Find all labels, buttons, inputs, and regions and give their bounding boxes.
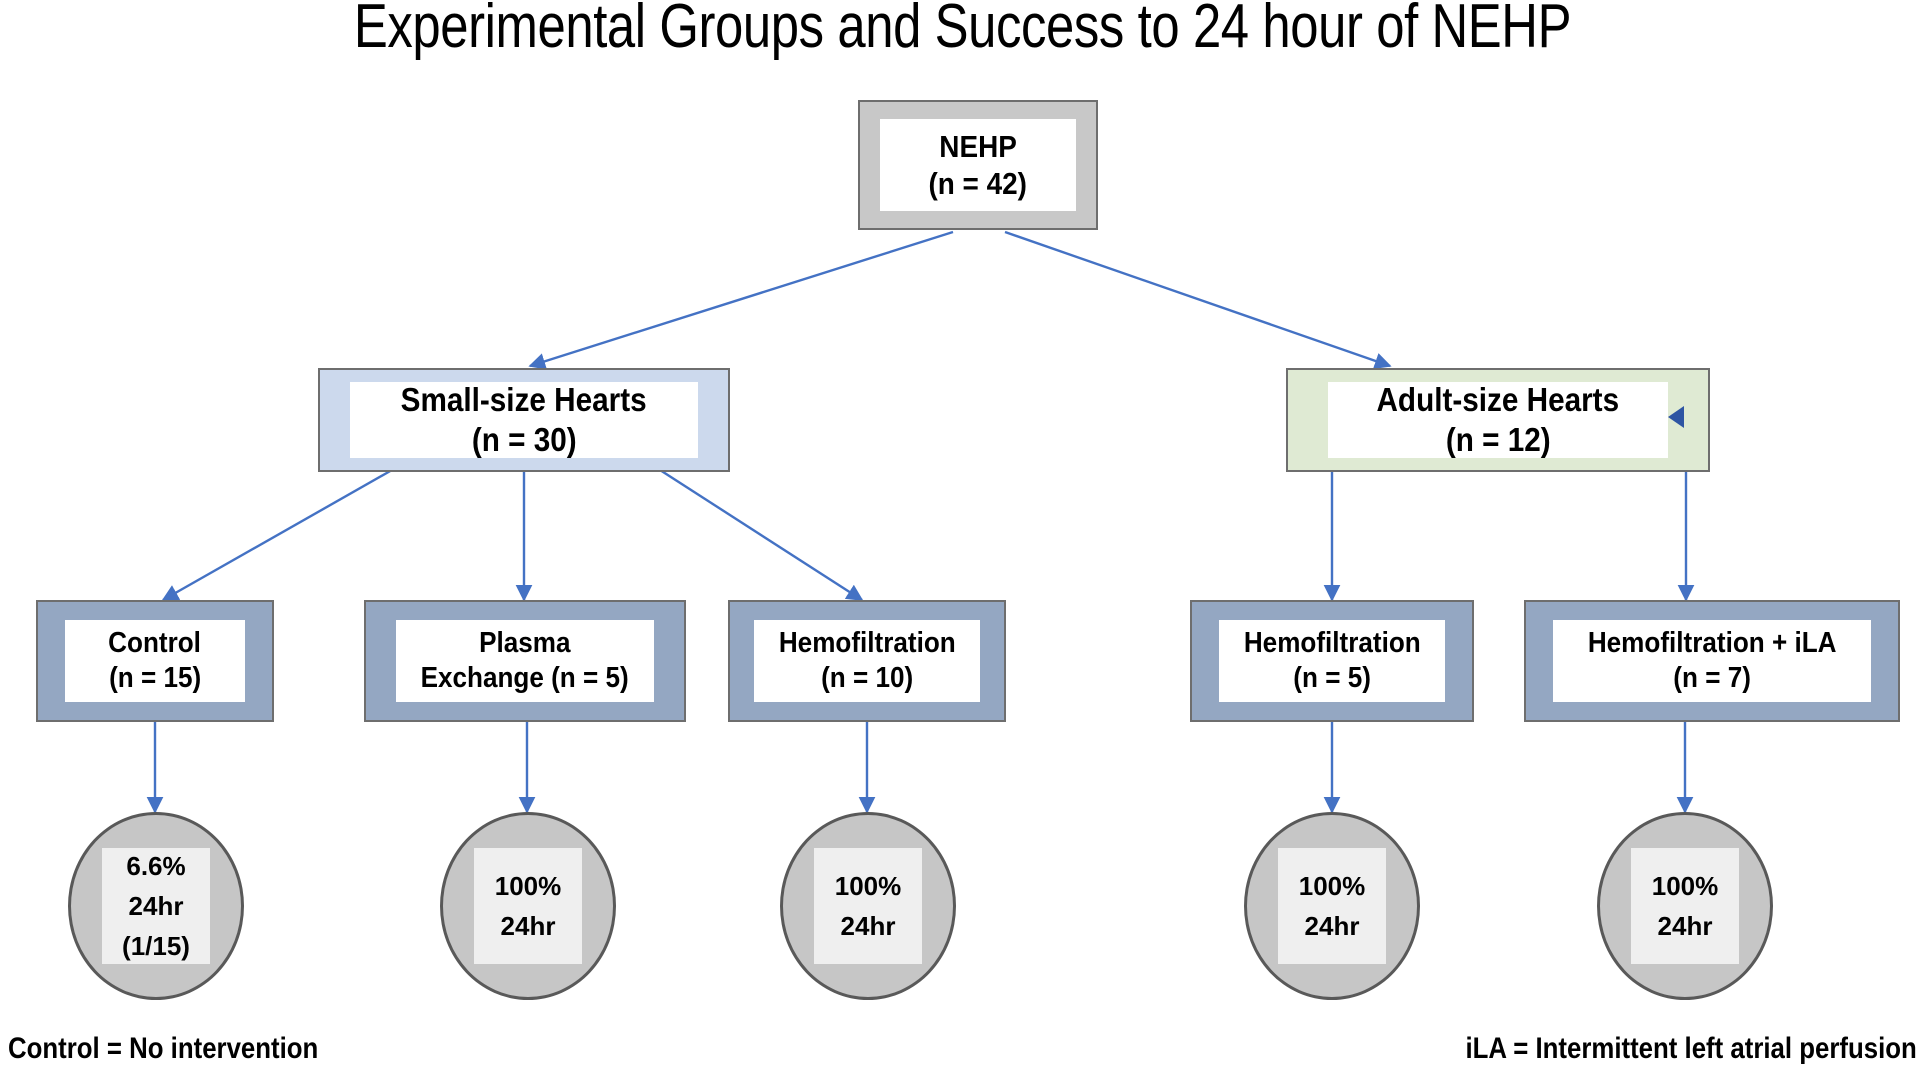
edge-small-to-control bbox=[161, 468, 393, 602]
outcome-hemofiltration-small-inner: 100% 24hr bbox=[814, 848, 922, 964]
node-nehp-label: NEHP bbox=[939, 128, 1017, 164]
node-hemofiltration-ila-label: Hemofiltration + iLA bbox=[1587, 627, 1837, 660]
node-nehp-count: (n = 42) bbox=[928, 166, 1028, 201]
outcome-hemofiltration-adult-time: 24hr bbox=[1304, 911, 1360, 941]
outcome-control-fraction: (1/15) bbox=[122, 931, 190, 962]
outcome-control-percent: 6.6% bbox=[126, 850, 186, 881]
node-hemofiltration-small-count: (n = 10) bbox=[820, 662, 914, 694]
outcome-hemofiltration-ila-inner: 100% 24hr bbox=[1631, 848, 1739, 964]
node-adult-size-hearts-label: Adult-size Hearts bbox=[1376, 381, 1620, 419]
outcome-plasma-exchange-percent: 100% bbox=[494, 870, 562, 901]
page-title: Experimental Groups and Success to 24 ho… bbox=[353, 0, 1572, 61]
outcome-plasma-exchange-time: 24hr bbox=[500, 911, 556, 941]
node-hemofiltration-adult-count: (n = 5) bbox=[1293, 662, 1371, 694]
node-control[interactable]: Control (n = 15) bbox=[36, 600, 274, 722]
edge-root-to-adult bbox=[1004, 230, 1392, 369]
node-plasma-exchange[interactable]: Plasma Exchange (n = 5) bbox=[364, 600, 686, 722]
outcome-control[interactable]: 6.6% 24hr (1/15) bbox=[68, 812, 244, 1000]
node-hemofiltration-adult[interactable]: Hemofiltration (n = 5) bbox=[1190, 600, 1474, 722]
node-plasma-exchange-inner: Plasma Exchange (n = 5) bbox=[396, 620, 654, 702]
outcome-plasma-exchange[interactable]: 100% 24hr bbox=[440, 812, 616, 1000]
edge-small-to-hemo bbox=[659, 468, 864, 602]
node-plasma-exchange-label: Plasma bbox=[479, 627, 571, 660]
outcome-hemofiltration-small-percent: 100% bbox=[834, 870, 902, 901]
node-nehp-inner: NEHP (n = 42) bbox=[880, 119, 1076, 211]
node-hemofiltration-small-label: Hemofiltration bbox=[778, 627, 956, 660]
node-adult-size-hearts-inner: Adult-size Hearts (n = 12) bbox=[1328, 381, 1668, 458]
outcome-hemofiltration-adult-percent: 100% bbox=[1298, 870, 1366, 901]
node-small-size-hearts-inner: Small-size Hearts (n = 30) bbox=[350, 381, 698, 458]
node-small-size-hearts-label: Small-size Hearts bbox=[401, 381, 647, 419]
outcome-hemofiltration-adult[interactable]: 100% 24hr bbox=[1244, 812, 1420, 1000]
node-hemofiltration-adult-label: Hemofiltration bbox=[1243, 627, 1421, 660]
node-control-label: Control bbox=[108, 627, 202, 660]
node-hemofiltration-ila-inner: Hemofiltration + iLA (n = 7) bbox=[1553, 620, 1871, 702]
outcome-hemofiltration-ila-time: 24hr bbox=[1657, 911, 1713, 941]
edge-root-to-small bbox=[528, 230, 954, 370]
node-small-size-hearts[interactable]: Small-size Hearts (n = 30) bbox=[318, 368, 730, 472]
footnote-control: Control = No intervention bbox=[8, 1032, 319, 1065]
outcome-hemofiltration-small-time: 24hr bbox=[840, 911, 896, 941]
node-plasma-exchange-count: Exchange (n = 5) bbox=[420, 662, 630, 694]
node-hemofiltration-small-inner: Hemofiltration (n = 10) bbox=[754, 620, 980, 702]
node-small-size-hearts-count: (n = 30) bbox=[471, 421, 577, 458]
outcome-plasma-exchange-inner: 100% 24hr bbox=[474, 848, 582, 964]
node-hemofiltration-ila[interactable]: Hemofiltration + iLA (n = 7) bbox=[1524, 600, 1900, 722]
outcome-control-time: 24hr bbox=[128, 890, 184, 921]
outcome-hemofiltration-small[interactable]: 100% 24hr bbox=[780, 812, 956, 1000]
outcome-hemofiltration-ila-percent: 100% bbox=[1651, 870, 1719, 901]
node-adult-size-hearts[interactable]: Adult-size Hearts (n = 12) bbox=[1286, 368, 1710, 472]
left-triangle-marker-icon bbox=[1668, 406, 1684, 428]
outcome-hemofiltration-ila[interactable]: 100% 24hr bbox=[1597, 812, 1773, 1000]
node-hemofiltration-adult-inner: Hemofiltration (n = 5) bbox=[1219, 620, 1445, 702]
node-hemofiltration-ila-count: (n = 7) bbox=[1673, 662, 1751, 694]
footnote-ila: iLA = Intermittent left atrial perfusion bbox=[1465, 1032, 1917, 1065]
node-control-count: (n = 15) bbox=[108, 662, 202, 694]
outcome-hemofiltration-adult-inner: 100% 24hr bbox=[1278, 848, 1386, 964]
node-nehp[interactable]: NEHP (n = 42) bbox=[858, 100, 1098, 230]
node-adult-size-hearts-count: (n = 12) bbox=[1445, 421, 1551, 458]
node-control-inner: Control (n = 15) bbox=[65, 620, 245, 702]
node-hemofiltration-small[interactable]: Hemofiltration (n = 10) bbox=[728, 600, 1006, 722]
outcome-control-inner: 6.6% 24hr (1/15) bbox=[102, 848, 210, 964]
